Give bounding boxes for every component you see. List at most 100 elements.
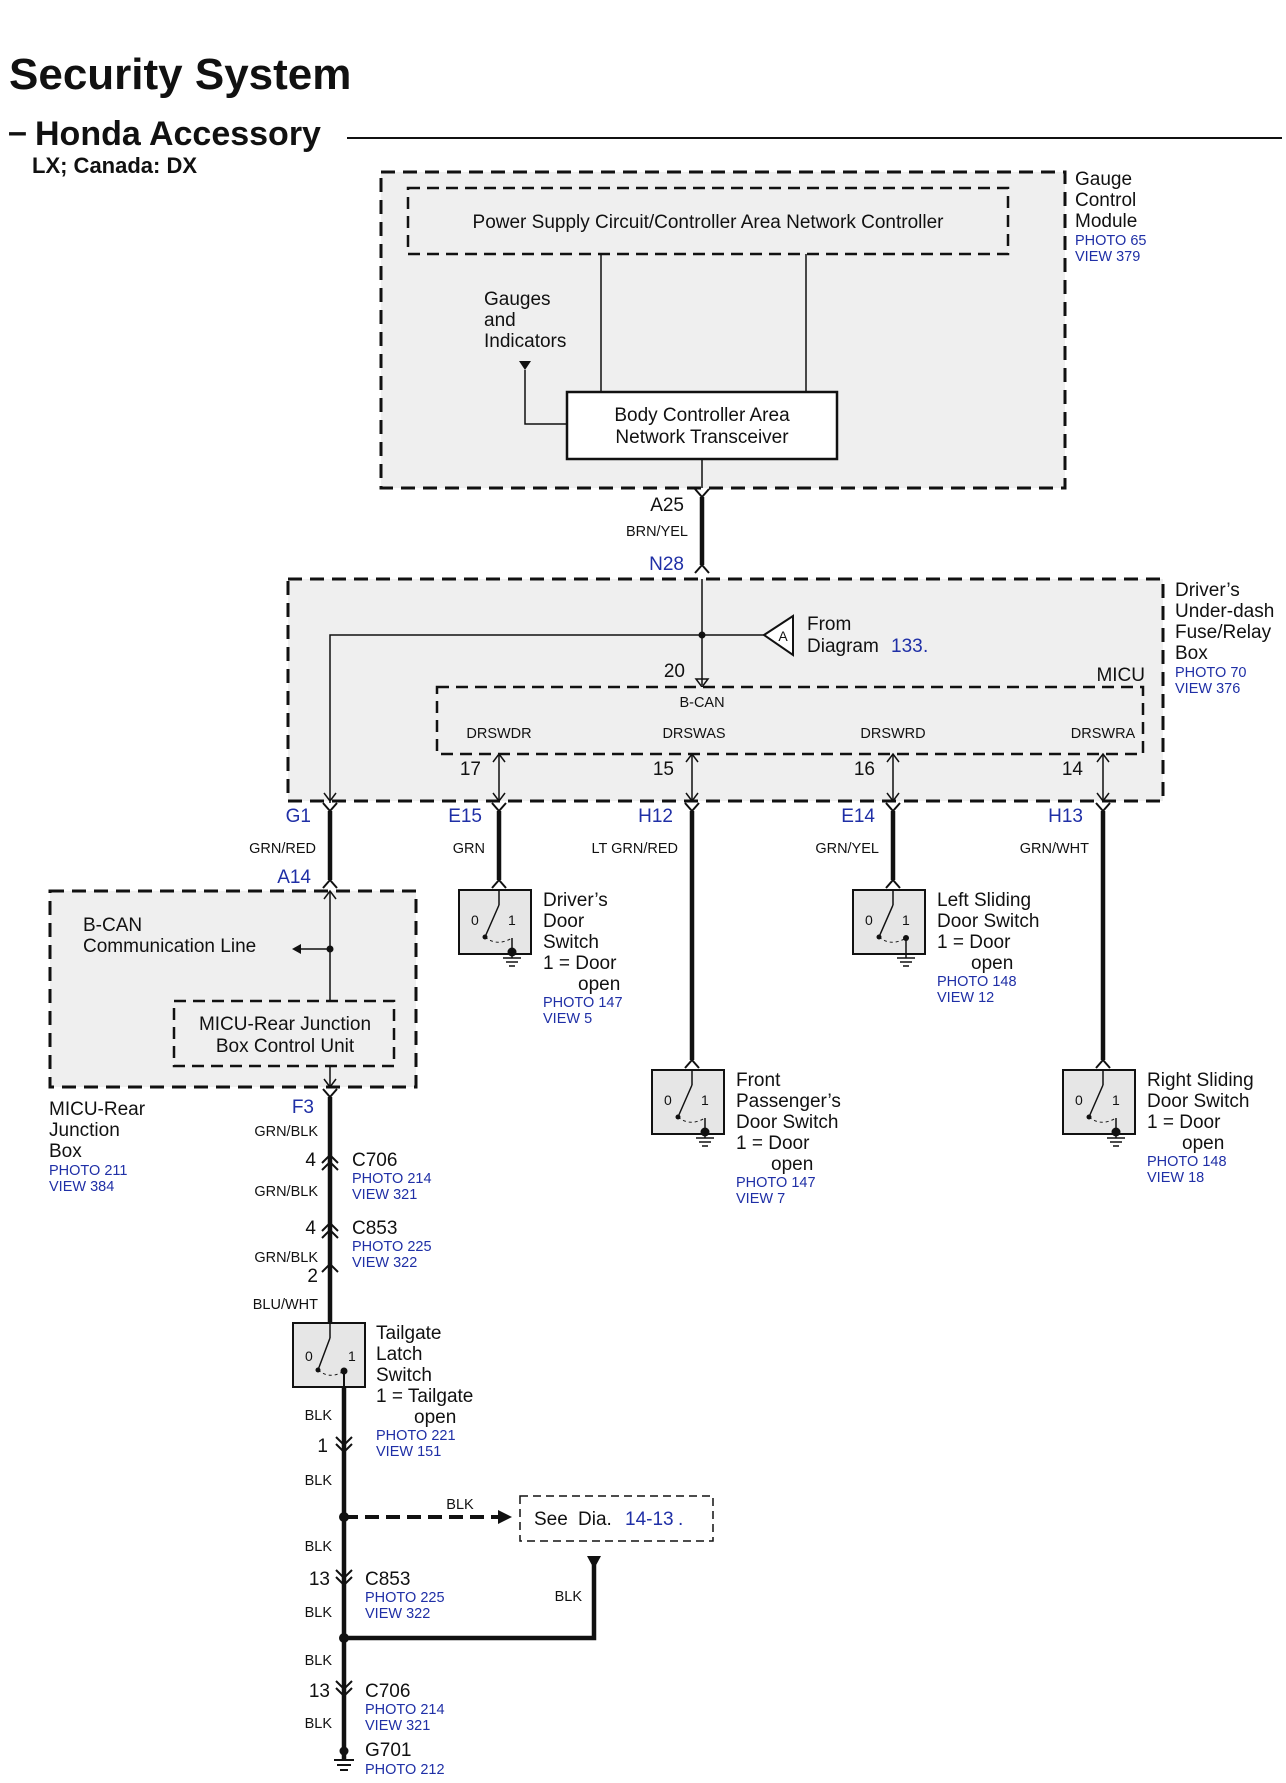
bcan-arrow-icon [694, 678, 710, 689]
gcm-view-ref[interactable]: VIEW 379 [1075, 249, 1140, 265]
right-slide-label-3: 1 = Door [1147, 1112, 1221, 1133]
driver-switch-blade-icon [484, 904, 500, 938]
tg-wire-3-label: GRN/BLK [254, 1250, 318, 1266]
right-slide-view[interactable]: VIEW 18 [1147, 1170, 1204, 1186]
front-pass-switch-blade-icon [677, 1084, 693, 1118]
left-slide-state-0: 0 [865, 912, 873, 928]
driver-label-2: Door [543, 911, 585, 932]
front-pass-connector-icon [684, 1058, 700, 1069]
wire-grn-wht-label: GRN/WHT [1020, 841, 1089, 857]
driver-ground-icon [503, 938, 521, 967]
c706b-connector-icon [335, 1680, 353, 1698]
g1-arrow-icon [323, 792, 337, 803]
blk-label-1: BLK [305, 1408, 333, 1424]
driver-photo[interactable]: PHOTO 147 [543, 995, 623, 1011]
tailgate-view[interactable]: VIEW 151 [376, 1444, 441, 1460]
front-pass-label-4: 1 = Door [736, 1133, 810, 1154]
pin-1-label: 1 [317, 1436, 328, 1457]
conn-h13-label[interactable]: H13 [1048, 806, 1083, 827]
left-slide-photo[interactable]: PHOTO 148 [937, 974, 1017, 990]
g701-photo[interactable]: PHOTO 212 [365, 1762, 445, 1778]
front-pass-switch-box [651, 1069, 725, 1135]
conn-h12-label[interactable]: H12 [638, 806, 673, 827]
driver-label-3: Switch [543, 932, 599, 953]
f3-label[interactable]: F3 [292, 1097, 314, 1118]
c853a-view[interactable]: VIEW 322 [352, 1255, 417, 1271]
c853b-photo[interactable]: PHOTO 225 [365, 1590, 445, 1606]
gauges-label-1: Gauges [484, 289, 551, 310]
a25-connector-icon [694, 488, 710, 499]
tailgate-label-2: Latch [376, 1344, 422, 1365]
right-slide-photo[interactable]: PHOTO 148 [1147, 1154, 1227, 1170]
left-slide-view[interactable]: VIEW 12 [937, 990, 994, 1006]
front-pass-state-0: 0 [664, 1092, 672, 1108]
gauges-link [524, 370, 567, 425]
tailgate-photo[interactable]: PHOTO 221 [376, 1428, 456, 1444]
gcm-name-3: Module [1075, 211, 1137, 232]
gcm-photo-ref[interactable]: PHOTO 65 [1075, 233, 1146, 249]
c853a-connector-icon [321, 1221, 339, 1239]
c853b-pin: 13 [309, 1569, 330, 1590]
c706b-name: C706 [365, 1681, 410, 1702]
page-title: Security System [9, 50, 351, 99]
gcm-name-1: Gauge [1075, 169, 1132, 190]
c706a-photo[interactable]: PHOTO 214 [352, 1171, 432, 1187]
rear-view-ref[interactable]: VIEW 384 [49, 1179, 114, 1195]
conn-e14-label[interactable]: E14 [841, 806, 875, 827]
controller-box [406, 186, 1010, 256]
e14-connector-icon [885, 802, 901, 813]
pin-16-label: 16 [854, 759, 875, 780]
c853a-name: C853 [352, 1218, 397, 1239]
front-pass-photo[interactable]: PHOTO 147 [736, 1175, 816, 1191]
tailgate-state-1: 1 [348, 1348, 356, 1364]
blk-label-2: BLK [305, 1473, 333, 1489]
from-label-2: Diagram [807, 636, 879, 657]
left-slide-switch-blade-icon [878, 904, 894, 938]
left-slide-label-4: open [971, 953, 1013, 974]
front-pass-state-1: 1 [701, 1092, 709, 1108]
connector-a-icon [762, 614, 794, 657]
bcan-label: B-CAN [679, 695, 724, 711]
c853b-view[interactable]: VIEW 322 [365, 1606, 430, 1622]
c706b-photo[interactable]: PHOTO 214 [365, 1702, 445, 1718]
pin-16-arrow-icon [886, 752, 900, 803]
front-pass-ground-icon [696, 1118, 714, 1147]
left-slide-ground-icon [897, 938, 915, 967]
tg-wire-2-label: GRN/BLK [254, 1184, 318, 1200]
driver-label-4: 1 = Door [543, 953, 617, 974]
wire-grn-red-label: GRN/RED [249, 841, 316, 857]
rear-photo-ref[interactable]: PHOTO 211 [49, 1163, 127, 1179]
a14-label[interactable]: A14 [277, 867, 311, 888]
see-dia-ref[interactable]: 14-13 [625, 1509, 674, 1530]
rear-control-unit-box [172, 999, 396, 1068]
return-arrow-icon [587, 1556, 601, 1569]
conn-g1-label[interactable]: G1 [286, 806, 311, 827]
c853a-photo[interactable]: PHOTO 225 [352, 1239, 432, 1255]
front-pass-view[interactable]: VIEW 7 [736, 1191, 785, 1207]
subtitle-dash: – [8, 113, 27, 151]
conn-e15-label[interactable]: E15 [448, 806, 482, 827]
pin-15-label: 15 [653, 759, 674, 780]
front-pass-label-2: Passenger’s [736, 1091, 841, 1112]
front-pass-label-5: open [771, 1154, 813, 1175]
h13-connector-icon [1095, 802, 1111, 813]
controller-label: Power Supply Circuit/Controller Area Net… [473, 212, 945, 233]
frb-photo-ref[interactable]: PHOTO 70 [1175, 665, 1246, 681]
a25-label: A25 [650, 495, 684, 516]
c853b-name: C853 [365, 1569, 410, 1590]
page-subtitle: Honda Accessory [35, 115, 321, 153]
blk-label-6: BLK [305, 1716, 333, 1732]
from-diagram-ref[interactable]: 133 [891, 636, 923, 657]
c706a-view[interactable]: VIEW 321 [352, 1187, 417, 1203]
f3-arrow-icon [323, 1078, 337, 1089]
brn-yel-label: BRN/YEL [626, 524, 688, 540]
driver-label-5: open [578, 974, 620, 995]
frb-name-2: Under-dash [1175, 601, 1274, 622]
driver-view[interactable]: VIEW 5 [543, 1011, 592, 1027]
signal-drswrd: DRSWRD [860, 726, 925, 742]
frb-view-ref[interactable]: VIEW 376 [1175, 681, 1240, 697]
c706a-connector-icon [321, 1153, 339, 1171]
tg-wire-4-label: BLU/WHT [253, 1297, 318, 1313]
c706b-view[interactable]: VIEW 321 [365, 1718, 430, 1734]
n28-label[interactable]: N28 [649, 554, 684, 575]
